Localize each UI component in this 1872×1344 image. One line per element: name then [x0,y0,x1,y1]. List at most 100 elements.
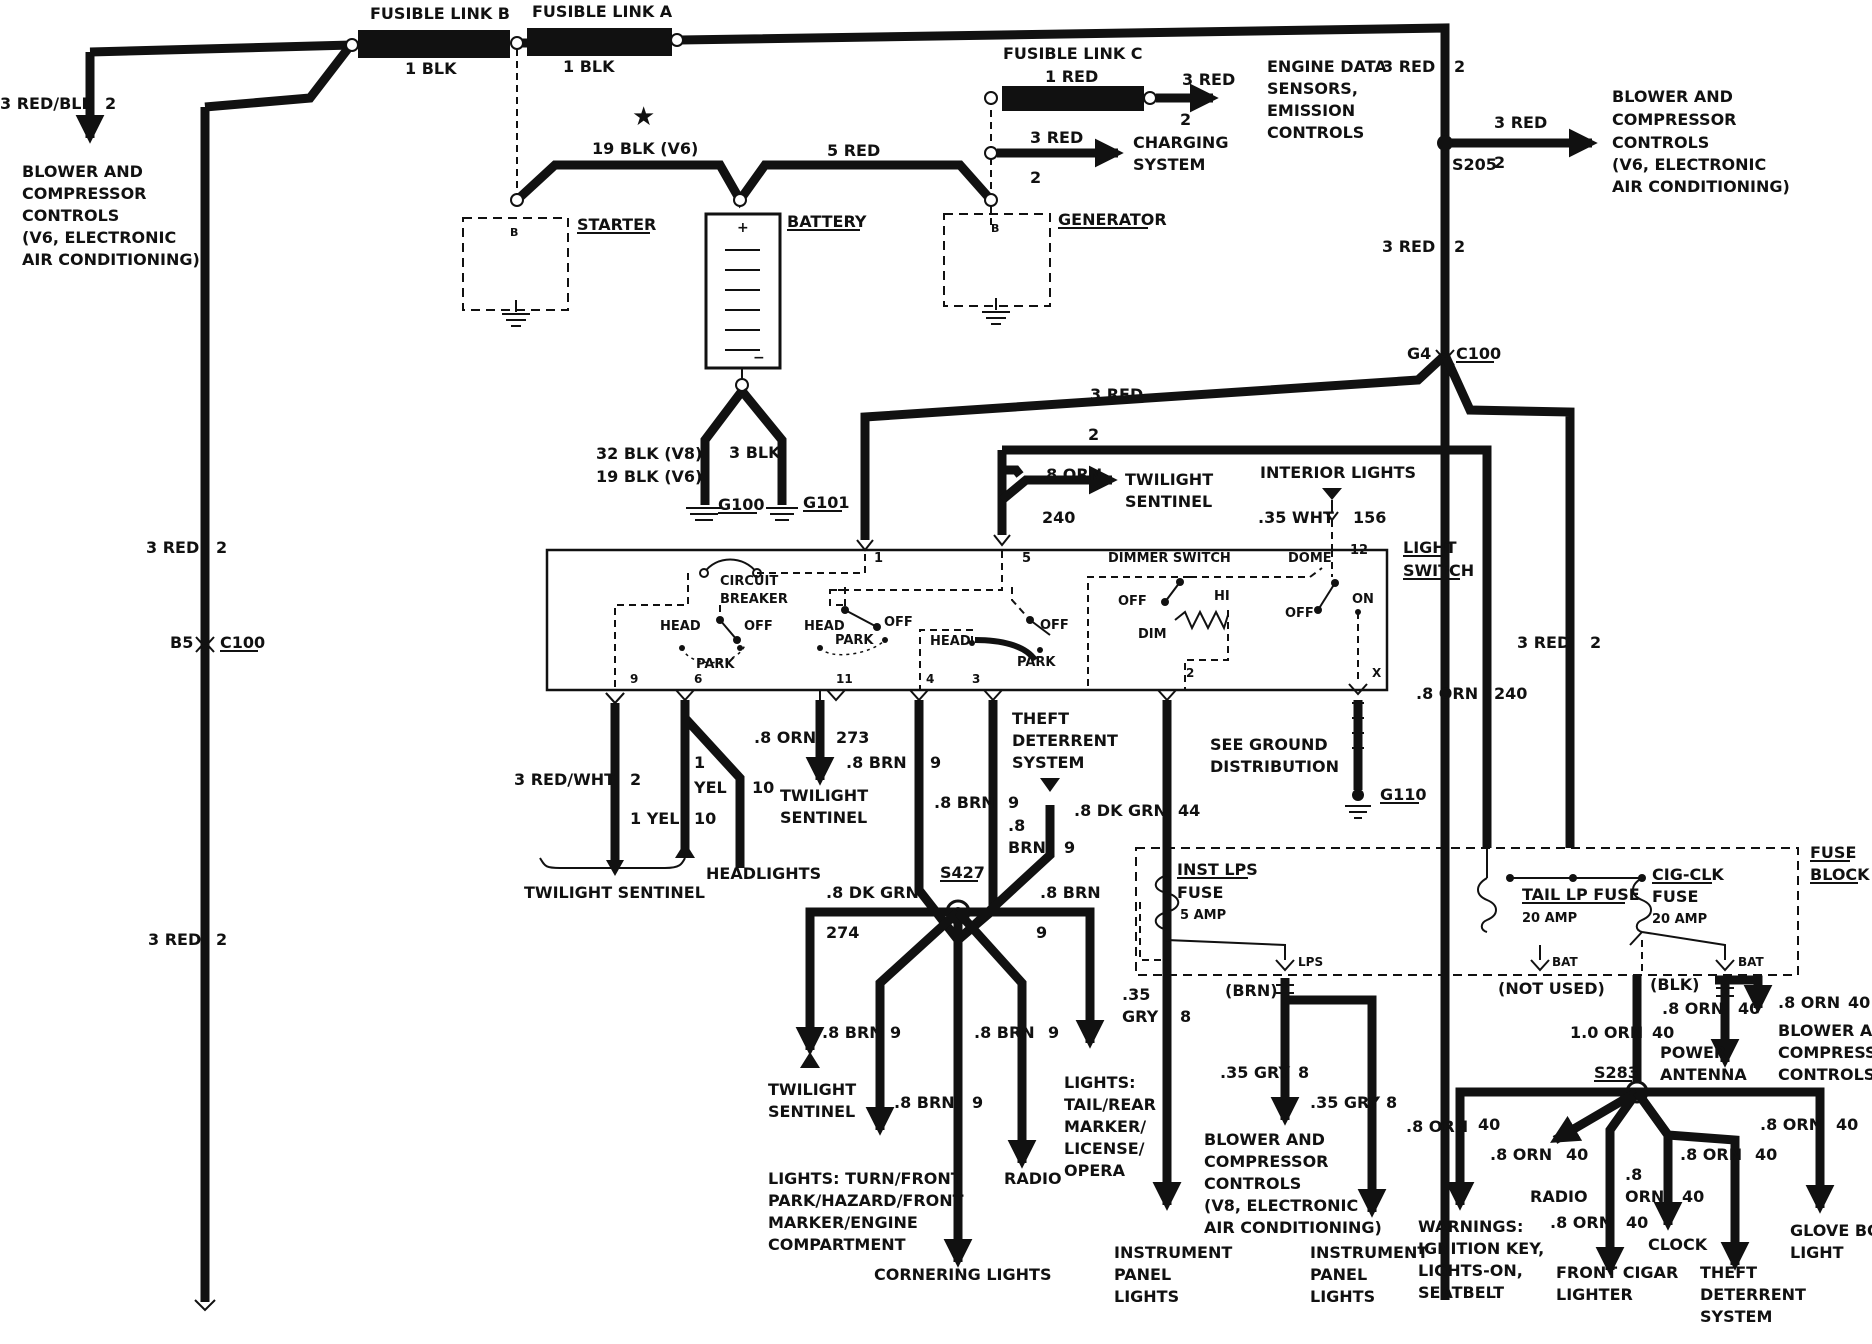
pin-11: 11 [836,672,853,686]
brn-tw-circ: 9 [890,1023,901,1042]
inst-lps-fuse: INST LPS FUSE 5 AMP [1177,860,1258,923]
gry-c-circ: 8 [1386,1093,1397,1112]
svg-text:OFF: OFF [1285,606,1314,621]
svg-text:CIRCUIT: CIRCUIT [720,574,778,589]
orn-glove-circ: 40 [1836,1115,1858,1134]
svg-text:FUSE: FUSE [1177,883,1223,902]
charging-wire: 3 RED [1030,128,1083,147]
svg-text:CONTROLS: CONTROLS [22,206,119,225]
interior-lights-label: INTERIOR LIGHTS [1260,463,1416,482]
glove-box-label: GLOVE BOX LIGHT [1790,1221,1872,1262]
headlights-label: HEADLIGHTS [706,864,821,883]
pin-6: 6 [694,672,702,686]
pin-3: 3 [972,672,980,686]
gry-b-wire: .35 GRY [1220,1063,1290,1082]
svg-text:20 AMP: 20 AMP [1652,912,1707,927]
svg-text:(V8, ELECTRONIC: (V8, ELECTRONIC [1204,1196,1358,1215]
svg-text:TWILIGHT: TWILIGHT [1125,470,1213,489]
engine-data-label: ENGINE DATA SENSORS, EMISSION CONTROLS [1267,57,1387,142]
orn-cig-wire-2: ORN [1625,1187,1664,1206]
svg-text:MARKER/ENGINE: MARKER/ENGINE [768,1213,918,1232]
c100-label-left: C100 [220,633,265,652]
yel-wire-yel: YEL [693,778,727,797]
orn-radio-circ: 40 [1566,1145,1588,1164]
not-used-label: (NOT USED) [1498,979,1605,998]
svg-text:SENTINEL: SENTINEL [780,808,867,827]
lps-label: LPS [1298,955,1323,969]
svg-text:PANEL: PANEL [1310,1265,1367,1284]
right-low-circ: 2 [1590,633,1601,652]
svg-text:CIG-CLK: CIG-CLK [1652,865,1724,884]
svg-text:PANEL: PANEL [1114,1265,1171,1284]
twilight-sentinel-low-label: TWILIGHT SENTINEL [768,1080,856,1121]
c100-label-right: C100 [1456,344,1501,363]
cig-clk-fuse: CIG-CLK FUSE 20 AMP [1652,865,1724,927]
red-wht-wire: 3 RED/WHT [514,770,615,789]
svg-text:FRONT CIGAR: FRONT CIGAR [1556,1263,1678,1282]
orn-273-wire: .8 ORN [754,728,816,747]
fusible-link-c-out: 3 RED [1182,70,1235,89]
left-vert-circ-2: 2 [216,930,227,949]
svg-text:SYSTEM: SYSTEM [1012,753,1084,772]
svg-text:STARTER: STARTER [577,215,656,234]
brn-a-wire: .8 BRN [846,753,907,772]
brn-r-wire: .8 BRN [1040,883,1101,902]
brn-r-circ: 9 [1036,923,1047,942]
generator: B GENERATOR [943,210,1167,325]
ground-g100: G100 [686,495,765,521]
svg-text:LIGHT: LIGHT [1790,1243,1844,1262]
svg-text:OFF: OFF [884,615,913,630]
starter-wire: 19 BLK (V6) [592,139,698,158]
svg-text:LIGHTER: LIGHTER [1556,1285,1633,1304]
blower-r2-label: BLOWER AND COMPRESSOR CONTROLS [1778,1021,1872,1084]
svg-text:SENTINEL: SENTINEL [768,1102,855,1121]
warnings-label: WARNINGS: IGNITION KEY, LIGHTS-ON, SEATB… [1418,1217,1544,1302]
yel-wire-1b: 1 YEL [630,809,679,828]
svg-text:DETERRENT: DETERRENT [1700,1285,1806,1304]
svg-text:(V6, ELECTRONIC: (V6, ELECTRONIC [1612,155,1766,174]
fuse-block[interactable]: FUSE BLOCK [1135,843,1870,976]
svg-text:CONTROLS: CONTROLS [1612,133,1709,152]
svg-text:ENGINE DATA: ENGINE DATA [1267,57,1387,76]
orn-240-circ: 240 [1042,508,1075,527]
right-low-wire: 3 RED [1517,633,1570,652]
blower-right-label: BLOWER AND COMPRESSOR CONTROLS (V6, ELEC… [1612,87,1790,196]
svg-text:CHARGING: CHARGING [1133,133,1228,152]
fusible-link-c: FUSIBLE LINK C 1 RED 3 RED 2 3 RED 2 [984,44,1235,230]
svg-text:IGNITION KEY,: IGNITION KEY, [1418,1239,1544,1258]
svg-text:SENSORS,: SENSORS, [1267,79,1358,98]
svg-text:AIR CONDITIONING): AIR CONDITIONING) [1204,1218,1382,1237]
svg-text:THEFT: THEFT [1012,709,1069,728]
c100-left-wire: 3 RED [1090,385,1143,404]
cornering-lights-label: CORNERING LIGHTS [874,1265,1051,1284]
svg-text:TAIL LP FUSE: TAIL LP FUSE [1522,885,1640,904]
clock-label: CLOCK [1648,1235,1708,1254]
svg-text:AIR CONDITIONING): AIR CONDITIONING) [1612,177,1790,196]
svg-text:LIGHTS:: LIGHTS: [1064,1073,1136,1092]
theft-deterrent-label: THEFT DETERRENT SYSTEM [1012,709,1118,772]
svg-text:HEAD: HEAD [660,619,701,634]
orn-radio-wire: .8 ORN [1490,1145,1552,1164]
svg-text:ON: ON [1352,592,1374,607]
svg-text:LICENSE/: LICENSE/ [1064,1139,1145,1158]
see-ground-label: SEE GROUND DISTRIBUTION [1210,735,1339,776]
light-switch[interactable]: LIGHT SWITCH [545,538,1474,692]
svg-text:HI: HI [1214,589,1230,604]
splice-s205 [1437,135,1453,151]
orn-cig-circ: 40 [1682,1187,1704,1206]
s205-circ: 2 [1494,153,1505,172]
svg-text:B: B [510,226,518,239]
orn-240b-wire: .8 ORN [1416,684,1478,703]
charging-system-label: CHARGING SYSTEM [1133,133,1228,174]
svg-text:PARK: PARK [696,657,735,672]
bat-g100-wire-b: 19 BLK (V6) [596,467,702,486]
svg-text:OFF: OFF [744,619,773,634]
fusible-link-b-label: FUSIBLE LINK B [370,4,510,23]
svg-text:COMPRESSOR: COMPRESSOR [1612,110,1737,129]
svg-text:COMPARTMENT: COMPARTMENT [768,1235,906,1254]
ground-g110: G110 [1380,785,1427,804]
svg-text:GENERATOR: GENERATOR [1058,210,1167,229]
orn-273-circ: 273 [836,728,869,747]
svg-text:20 AMP: 20 AMP [1522,911,1577,926]
